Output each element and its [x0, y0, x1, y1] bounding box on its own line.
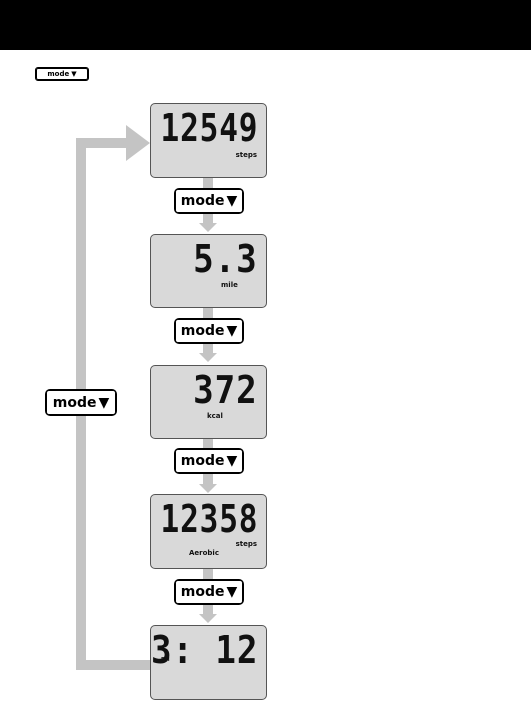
lcd-screen-time: 3: 12 PM: [150, 625, 267, 700]
down-triangle-icon: ▼: [226, 584, 238, 600]
lcd-screen-steps: 12549 steps: [150, 103, 267, 178]
mode-label: mode: [52, 394, 97, 411]
lcd-screen-aerobic-steps: 12358 steps Aerobic: [150, 494, 267, 569]
lcd-ampm: PM: [161, 657, 170, 663]
arrow-down-1: [199, 223, 217, 232]
lcd-unit: kcal: [207, 412, 223, 420]
mode-label: mode: [180, 453, 225, 469]
mode-label: mode: [47, 70, 70, 78]
header-bar: [0, 0, 531, 50]
lcd-value: 5.3: [193, 237, 258, 281]
down-triangle-icon: ▼: [226, 323, 238, 339]
mode-button-legend: mode▼: [35, 67, 89, 81]
mode-button-step[interactable]: mode▼: [174, 188, 244, 214]
loop-connector-bottom: [76, 660, 150, 670]
mode-label: mode: [180, 584, 225, 600]
lcd-screen-distance: 5.3 mile: [150, 234, 267, 308]
mode-button-loop[interactable]: mode▼: [45, 389, 117, 416]
lcd-screen-calories: 372 kcal: [150, 365, 267, 439]
mode-button-step[interactable]: mode▼: [174, 579, 244, 605]
lcd-unit: steps: [235, 151, 257, 159]
down-triangle-icon: ▼: [226, 193, 238, 209]
lcd-unit: steps: [235, 540, 257, 548]
lcd-value: 3: 12: [150, 628, 258, 672]
arrow-down-3: [199, 484, 217, 493]
down-triangle-icon: ▼: [226, 453, 238, 469]
mode-label: mode: [180, 323, 225, 339]
loop-connector-top: [76, 138, 130, 148]
lcd-unit: mile: [221, 281, 238, 289]
lcd-mode-label: Aerobic: [189, 549, 219, 557]
arrow-down-4: [199, 614, 217, 623]
lcd-value: 12549: [160, 106, 258, 150]
down-triangle-icon: ▼: [71, 70, 77, 78]
down-triangle-icon: ▼: [98, 394, 110, 411]
mode-label: mode: [180, 193, 225, 209]
mode-button-step[interactable]: mode▼: [174, 318, 244, 344]
arrow-down-2: [199, 353, 217, 362]
loop-arrow-head: [126, 125, 150, 161]
lcd-value: 12358: [160, 497, 258, 541]
mode-button-step[interactable]: mode▼: [174, 448, 244, 474]
lcd-value: 372: [193, 368, 258, 412]
